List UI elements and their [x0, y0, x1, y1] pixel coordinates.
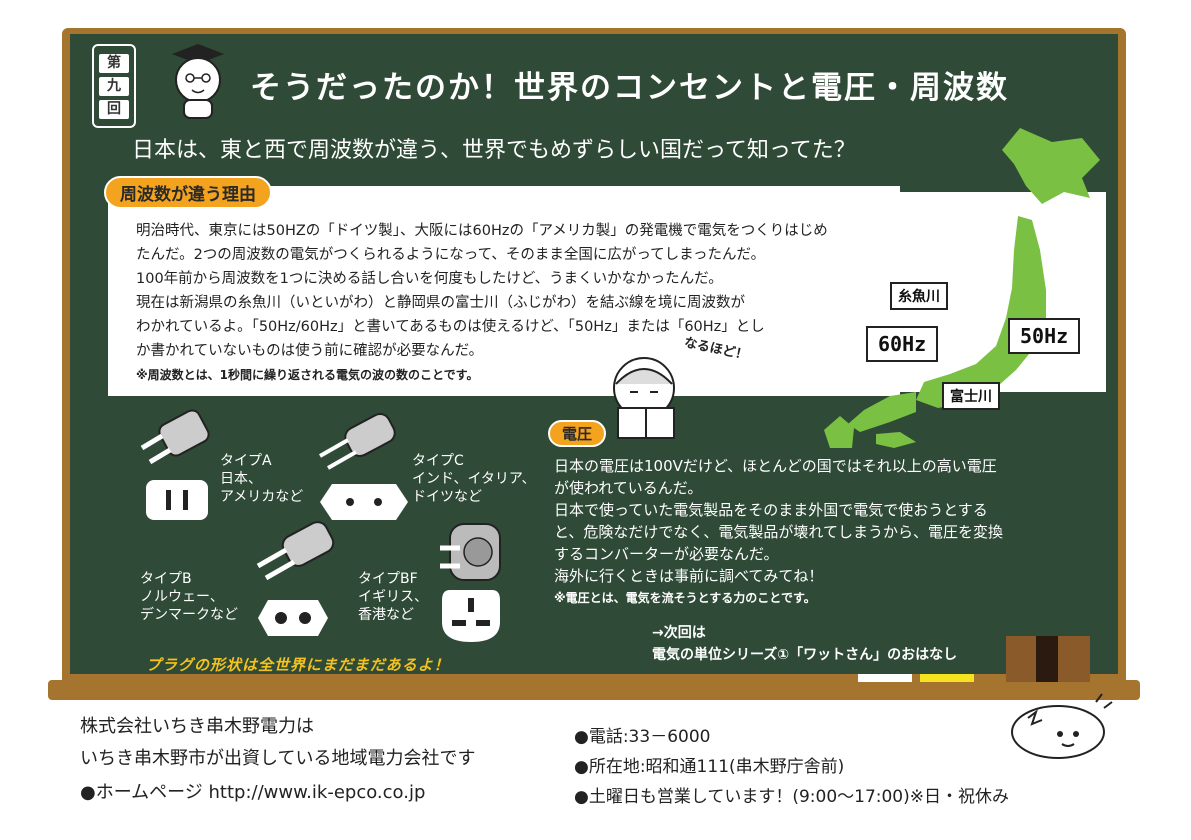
- eraser-icon: [1006, 636, 1090, 682]
- hours-info: ●土曜日も営業しています！(9:00～17:00)※日・祝休み: [574, 787, 1009, 807]
- frequency-text: 明治時代、東京には50HZの「ドイツ製」、大阪には60Hzの「アメリカ製」の発電…: [136, 219, 936, 387]
- phone-info: ●電話:33－6000: [574, 727, 711, 747]
- frequency-heading: 周波数が違う理由: [104, 176, 272, 209]
- socket-type-b-icon: [258, 600, 328, 636]
- frequency-line: わかれているよ。「50Hz/60Hz」と書いてあるものは使えるけど、「50Hz」…: [136, 319, 765, 335]
- voltage-line: が使われているんだ。: [554, 479, 703, 497]
- voltage-heading: 電圧: [548, 420, 607, 447]
- plug-type: タイプBF: [358, 571, 418, 587]
- socket-type-c-icon: [320, 484, 408, 520]
- voltage-note: ※電圧とは、電気を流そうとする力のことです。: [554, 591, 816, 605]
- frequency-line: か書かれていないものは使う前に確認が必要なんだ。: [136, 343, 484, 359]
- voltage-line: 日本の電圧は100Vだけど、ほとんどの国ではそれ以上の高い電圧: [554, 457, 997, 475]
- plug-country: インド、イタリア、: [412, 471, 536, 487]
- frequency-line: 100年前から周波数を1つに決める話し合いを何度もしたけど、うまくいかなかったん…: [136, 271, 723, 287]
- address-info: ●所在地:昭和通111(串木野庁舎前): [574, 757, 845, 777]
- voltage-line: 海外に行くときは事前に調べてみてね！: [554, 567, 824, 585]
- company-line: いちき串木野市が出資している地域電力会社です: [80, 748, 476, 769]
- frequency-line: 現在は新潟県の糸魚川（いといがわ）と静岡県の富士川（ふじがわ）を結ぶ線を境に周波…: [136, 295, 745, 311]
- next-line: 電気の単位シリーズ①「ワットさん」のおはなし: [652, 647, 958, 663]
- plug-type-a-icon: [140, 409, 210, 465]
- plug-country: ドイツなど: [412, 489, 482, 505]
- frequency-line: たんだ。2つの周波数の電気がつくられるようになって、そのまま全国に広がってしまっ…: [136, 247, 766, 263]
- page-subtitle: 日本は、東と西で周波数が違う、世界でもめずらしい国だって知ってた？: [132, 138, 856, 163]
- board-ledge: [48, 680, 1140, 700]
- plug-type: タイプB: [140, 571, 192, 587]
- voltage-text: 日本の電圧は100Vだけど、ほとんどの国ではそれ以上の高い電圧 が使われているん…: [554, 455, 1003, 609]
- plug-type: タイプC: [412, 453, 464, 469]
- label-itoigawa: 糸魚川: [890, 282, 948, 310]
- chalk-white: [858, 674, 912, 682]
- socket-type-bf-icon: [442, 590, 500, 642]
- label-fujikawa: 富士川: [942, 382, 1000, 410]
- frequency-note: ※周波数とは、1秒間に繰り返される電気の波の数のことです。: [136, 368, 479, 382]
- plug-country: アメリカなど: [220, 489, 304, 505]
- plug-type-b-icon: [256, 521, 335, 581]
- homepage-link[interactable]: ●ホームページ http://www.ik-epco.co.jp: [80, 782, 426, 803]
- page-title: そうだったのか！世界のコンセントと電圧・周波数: [250, 70, 1009, 106]
- plug-type-a-label: タイプA 日本、 アメリカなど: [220, 452, 303, 506]
- plug-type-bf-icon: [440, 523, 501, 581]
- plug-type-c-icon: [319, 413, 396, 470]
- label-60hz: 60Hz: [866, 326, 939, 362]
- plug-type-b-label: タイプB ノルウェー、 デンマークなど: [140, 570, 238, 624]
- voltage-line: 日本で使っていた電気製品をそのまま外国で電気で使おうとする: [554, 501, 988, 519]
- plug-country: デンマークなど: [140, 607, 238, 623]
- voltage-line: と、危険なだけでなく、電気製品が壊れてしまうから、電圧を変換: [554, 523, 1003, 541]
- frequency-line: 明治時代、東京には50HZの「ドイツ製」、大阪には60Hzの「アメリカ製」の発電…: [136, 223, 828, 239]
- mascot-reading-icon: [613, 357, 675, 439]
- chapter-char: 第: [99, 53, 129, 73]
- japan-map-icon: [824, 128, 1100, 448]
- plug-country: イギリス、: [358, 589, 428, 605]
- voltage-line: するコンバーターが必要なんだ。: [554, 545, 779, 563]
- chapter-char: 九: [99, 76, 129, 96]
- next-episode: →次回は 電気の単位シリーズ①「ワットさん」のおはなし: [652, 622, 957, 666]
- company-line: 株式会社いちき串木野電力は: [80, 716, 314, 737]
- mascot-peek-icon: [1011, 693, 1113, 759]
- chalk-yellow: [920, 674, 974, 682]
- plug-country: 香港など: [358, 607, 414, 623]
- chapter-char: 回: [99, 99, 129, 119]
- plug-type: タイプA: [220, 453, 272, 469]
- plug-note: プラグの形状は全世界にまだまだあるよ！: [146, 656, 450, 674]
- frequency-panel: [108, 186, 900, 396]
- chapter-badge: 第 九 回: [92, 44, 136, 128]
- plug-country: 日本、: [220, 471, 262, 487]
- plug-type-bf-label: タイプBF イギリス、 香港など: [358, 570, 428, 624]
- next-line: →次回は: [652, 625, 706, 641]
- mascot-teacher-icon: [172, 44, 224, 119]
- plug-country: ノルウェー、: [140, 589, 224, 605]
- plug-type-c-label: タイプC インド、イタリア、 ドイツなど: [412, 452, 535, 506]
- label-50hz: 50Hz: [1008, 318, 1081, 354]
- socket-type-a-icon: [146, 480, 208, 520]
